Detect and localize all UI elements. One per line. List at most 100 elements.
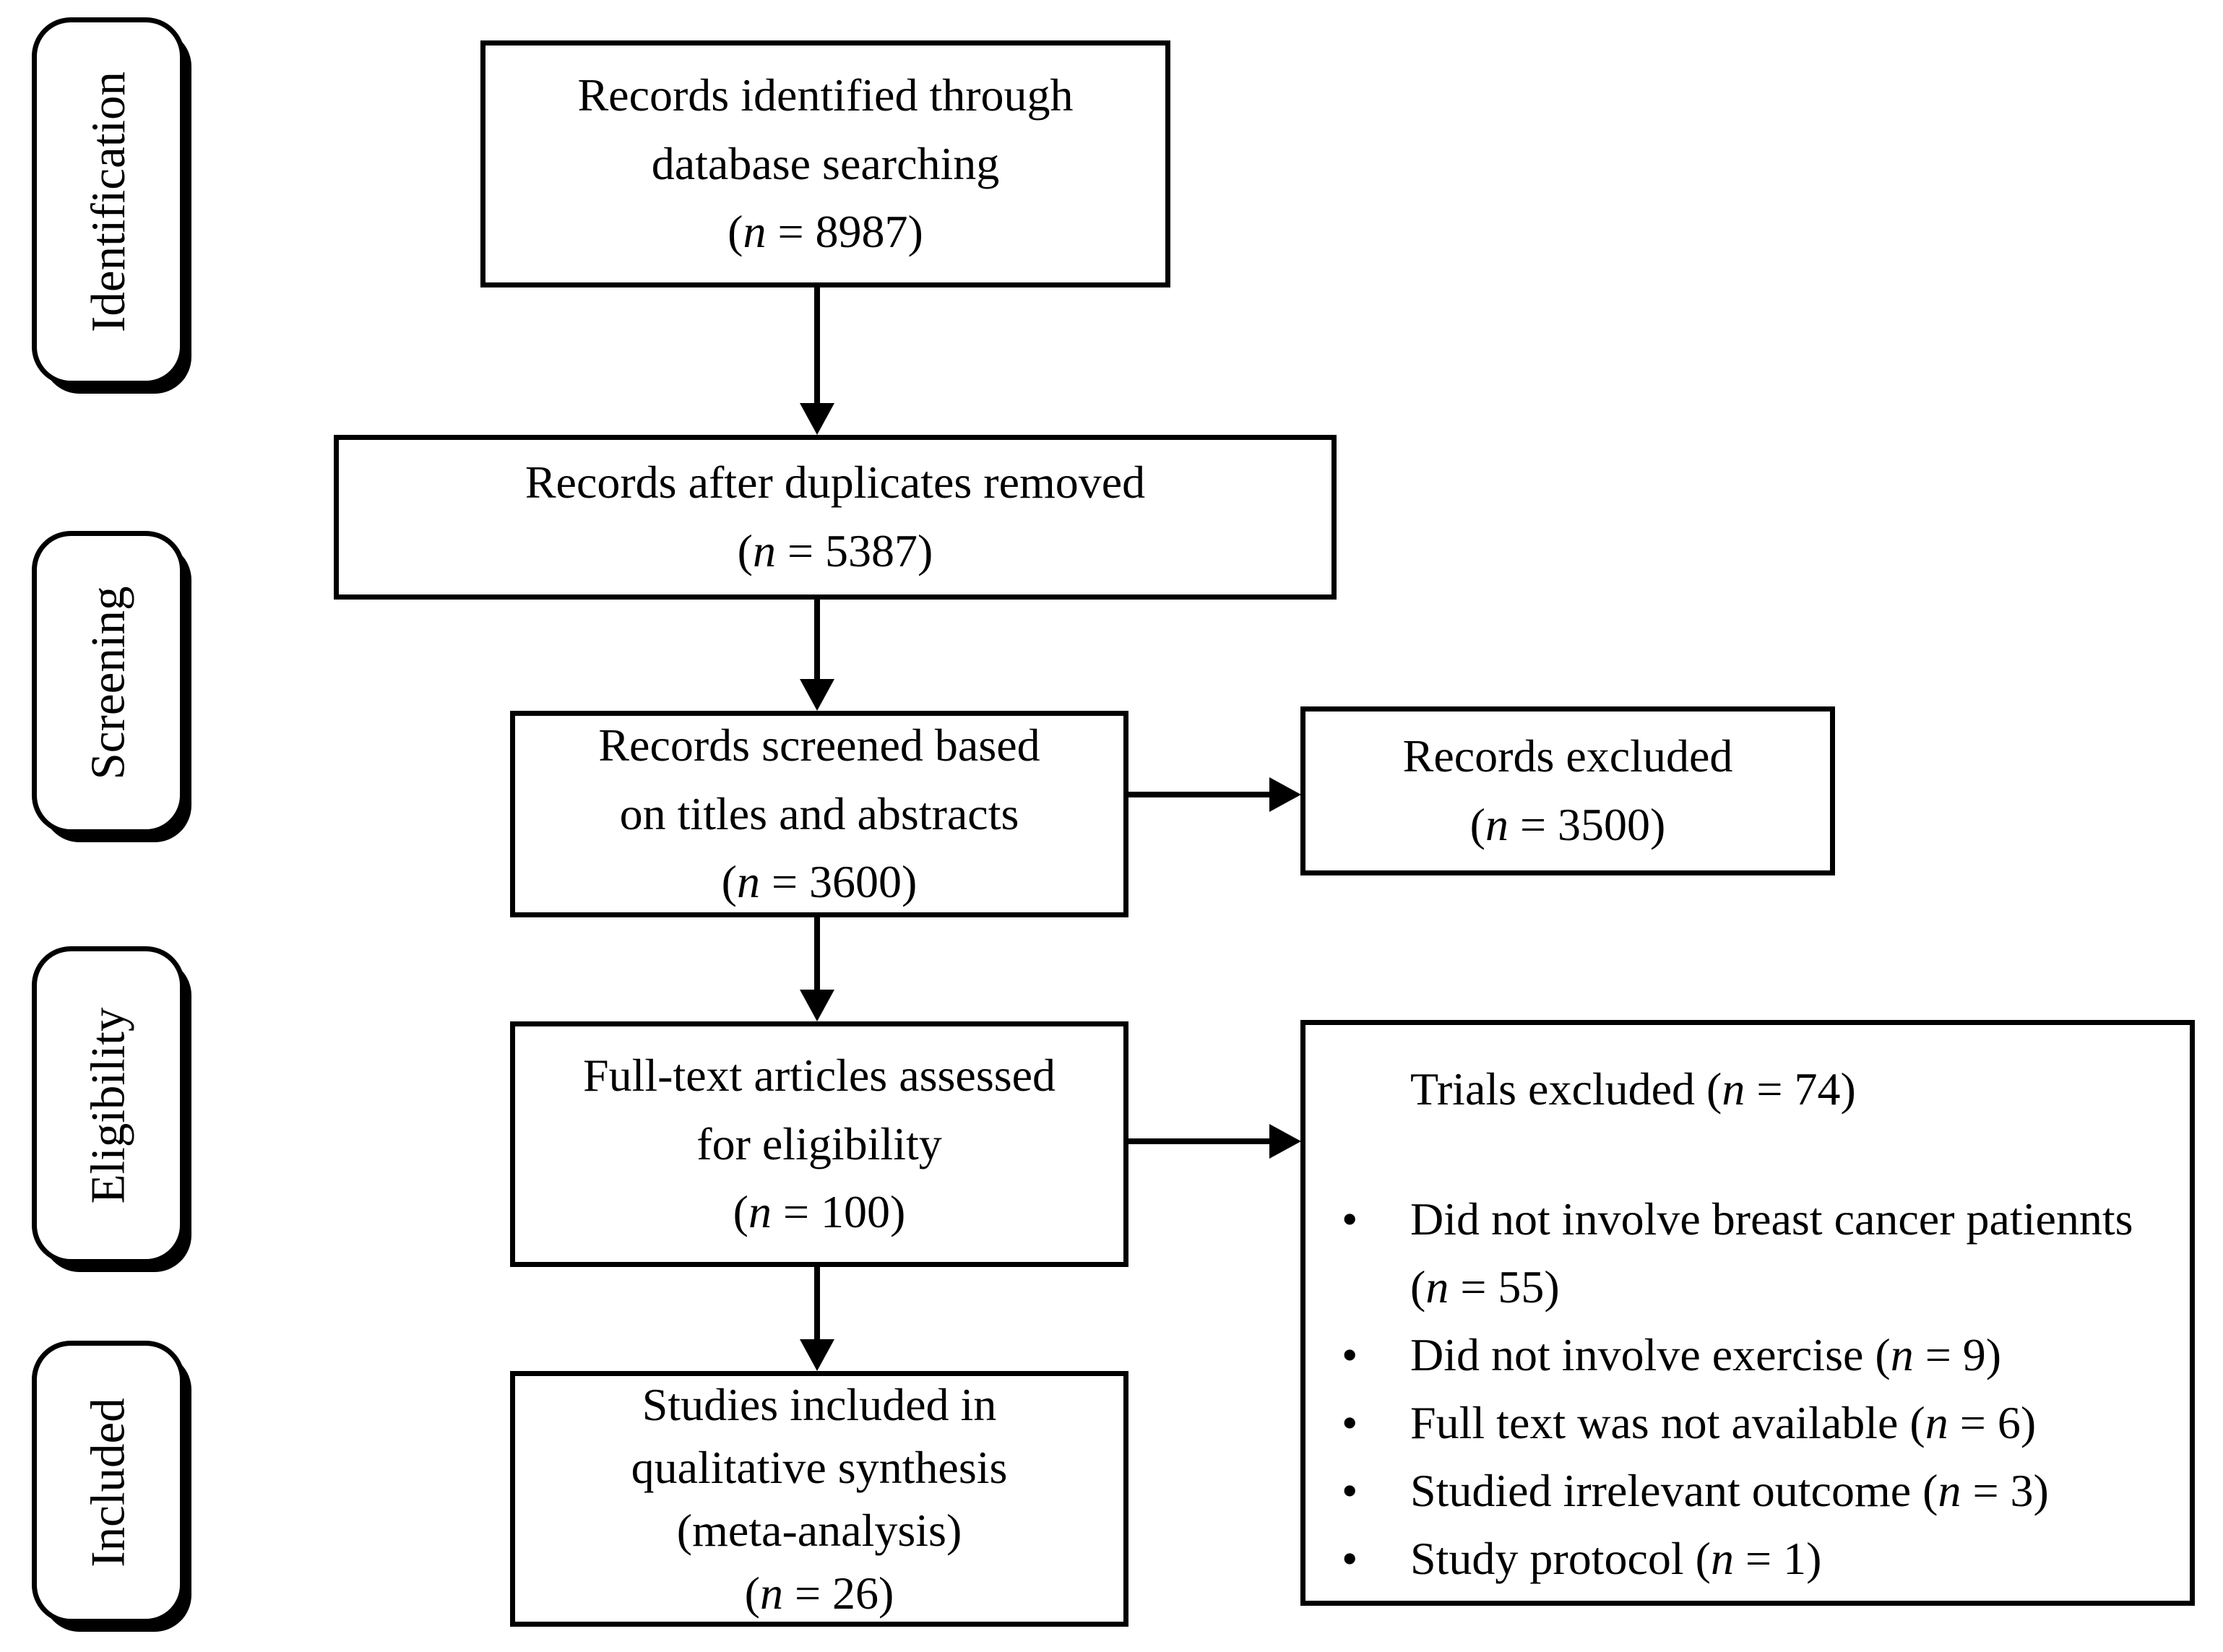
paren-open-char: ( [1875,1328,1891,1380]
paren-close-char: ) [890,1186,906,1238]
n-symbol: n [736,856,760,908]
stage-box-screening: Screening [32,531,185,834]
n-symbol: n [1890,1328,1914,1380]
equals-char: = [1449,1260,1498,1312]
box-text-line: for eligibility [696,1117,942,1169]
n-value: 100 [821,1186,891,1238]
box-text-line: Records identified through [577,69,1074,121]
arrow-line-fulltext-to-trials-excluded [1128,1138,1269,1144]
arrow-head-identified-to-duplicates [800,403,834,435]
paren-open-char: ( [737,525,753,576]
paren-open-char: ( [1695,1533,1711,1585]
n-value: 26 [832,1567,879,1619]
equals-char: = [782,1567,833,1619]
box-trials-excluded: Trials excluded (n = 74) • Did not invol… [1300,1020,2195,1606]
reason-label: Study protocol [1410,1533,1696,1585]
paren-close-char: ) [902,856,918,908]
reason-label: Did not involve breast cancer patiennts [1410,1193,2133,1245]
paren-close-char: ) [918,525,933,576]
box-text-line: Studies included in [642,1378,997,1430]
arrow-line-screened-to-fulltext [814,917,820,990]
n-symbol: n [752,525,776,576]
box-fulltext-assessed: Full-text articles assessed for eligibil… [510,1021,1128,1267]
n-count: (n = 26) [745,1562,894,1625]
paren-open-char: ( [721,856,737,908]
n-value: 55 [1498,1260,1545,1312]
excluded-reason-item: • Full text was not available (n = 6) [1342,1389,2190,1457]
stage-label-included: Included [81,1397,135,1567]
excluded-reason-text: Studied irrelevant outcome (n = 3) [1410,1457,2190,1525]
n-symbol: n [1425,1260,1449,1312]
paren-close-char: ) [1985,1328,2002,1380]
bullet-icon: • [1342,1328,1358,1380]
n-symbol: n [1485,799,1508,850]
paren-open-char: ( [733,1186,748,1238]
arrow-line-screened-to-excluded [1128,792,1269,797]
excluded-reason-text: Did not involve breast cancer patiennts … [1410,1185,2190,1321]
arrow-line-duplicates-to-screened [814,600,820,679]
n-count-group: (n = 6) [1909,1397,2036,1448]
n-symbol: n [1938,1465,1961,1517]
bullet-icon: • [1342,1193,1358,1245]
n-value: 3600 [809,856,902,908]
n-count-group: (n = 3500) [1470,799,1666,850]
excluded-reason-item: • Did not involve exercise (n = 9) [1342,1321,2190,1389]
paren-open-char: ( [728,206,743,258]
equals-char: = [1745,1063,1795,1115]
equals-char: = [1961,1465,2011,1517]
n-count: (n = 5387) [738,517,933,586]
n-symbol: n [759,1567,783,1619]
arrow-head-fulltext-to-included [800,1339,834,1371]
equals-char: = [1508,799,1558,850]
arrow-line-identified-to-duplicates [814,287,820,405]
box-records-excluded: Records excluded (n = 3500) [1300,706,1835,875]
excluded-reason-list: • Did not involve breast cancer patiennt… [1305,1185,2190,1593]
stage-box-identification: Identification [32,17,185,386]
equals-char: = [775,525,826,576]
n-count: (n = 3500) [1470,791,1666,860]
excluded-reason-text: Study protocol (n = 1) [1410,1525,2190,1593]
n-symbol: n [743,206,767,258]
paren-close-char: ) [907,206,923,258]
n-count-group: (n = 3600) [722,856,918,907]
stage-label-screening: Screening [81,586,135,779]
paren-open-char: ( [1706,1063,1722,1115]
reason-label: Did not involve exercise [1410,1328,1875,1380]
stage-label-identification: Identification [81,71,135,332]
box-text-line: qualitative synthesis [631,1441,1008,1493]
arrow-head-screened-to-fulltext [800,990,834,1021]
n-count: (n = 100) [733,1178,906,1247]
paren-open-char: ( [1922,1465,1938,1517]
n-value: 3 [2010,1465,2034,1517]
equals-char: = [766,206,816,258]
box-text-line: on titles and abstracts [619,787,1019,839]
paren-open-char: ( [1410,1260,1426,1312]
box-studies-included: Studies included in qualitative synthesi… [510,1371,1128,1627]
arrow-head-duplicates-to-screened [800,679,834,711]
paren-close-char: ) [2020,1396,2037,1448]
n-symbol: n [1710,1533,1734,1585]
paren-open-char: ( [1469,799,1485,850]
box-text-line: Records excluded [1402,730,1733,782]
box-records-identified: Records identified through database sear… [480,40,1170,287]
excluded-reason-text: Full text was not available (n = 6) [1410,1389,2190,1457]
reason-label: Studied irrelevant outcome [1410,1465,1923,1517]
paren-close-char: ) [879,1567,894,1619]
trials-excluded-label: Trials excluded [1410,1063,1707,1115]
n-count: (n = 8987) [728,198,923,267]
paren-close-char: ) [2033,1465,2049,1517]
equals-char: = [771,1186,821,1238]
n-symbol: n [1722,1063,1745,1115]
paren-open-char: ( [1909,1396,1925,1448]
stage-box-included: Included [32,1341,185,1624]
n-count-group: (n = 1) [1696,1533,1822,1584]
n-count-group: (n = 74) [1706,1063,1856,1115]
n-symbol: n [748,1186,772,1238]
n-count-group: (n = 55) [1410,1261,1560,1312]
excluded-reason-item: • Did not involve breast cancer patiennt… [1342,1185,2190,1321]
box-duplicates-removed: Records after duplicates removed (n = 53… [334,435,1337,600]
bullet-icon: • [1342,1396,1358,1448]
n-value: 5387 [825,525,918,576]
excluded-reason-item: • Studied irrelevant outcome (n = 3) [1342,1457,2190,1525]
